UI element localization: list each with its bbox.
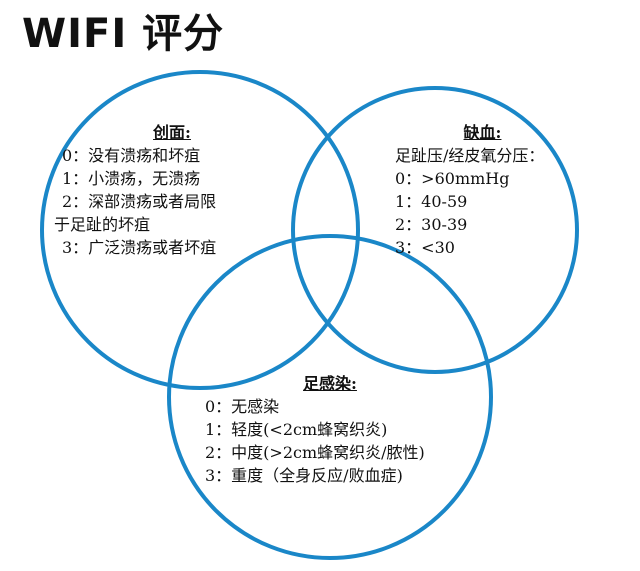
- ischemia-section: 缺血: 足趾压/经皮氧分压： 0：>60mmHg 1：40-59 2：30-39…: [395, 121, 570, 259]
- wound-grade-2: 2：深部溃疡或者局限: [62, 192, 217, 211]
- foot-infection-grade-3: 3：重度（全身反应/败血症): [205, 466, 403, 485]
- foot-infection-circle: [167, 234, 493, 560]
- ischemia-circle: [291, 86, 579, 374]
- wound-heading: 创面:: [153, 123, 191, 142]
- ischemia-grade-1: 1：40-59: [395, 192, 468, 211]
- wound-circle: [40, 70, 360, 390]
- page-title: WIFI 评分: [22, 11, 225, 57]
- wound-grade-3: 3：广泛溃疡或者坏疽: [62, 238, 217, 257]
- ischemia-grade-3: 3：<30: [395, 238, 455, 257]
- wound-grade-1: 1：小溃疡，无溃疡: [62, 169, 201, 188]
- ischemia-heading: 缺血:: [463, 123, 502, 142]
- foot-infection-grade-2: 2：中度(>2cm蜂窝织炎/脓性): [205, 443, 425, 462]
- foot-infection-grade-0: 0：无感染: [205, 397, 280, 416]
- wound-grade-2-cont: 于足趾的坏疽: [54, 215, 151, 234]
- wound-grade-0: 0：没有溃疡和坏疽: [62, 146, 201, 165]
- ischemia-subtitle: 足趾压/经皮氧分压：: [395, 146, 545, 165]
- foot-infection-grade-1: 1：轻度(<2cm蜂窝织炎): [205, 420, 388, 439]
- wound-section: 创面: 0：没有溃疡和坏疽 1：小溃疡，无溃疡 2：深部溃疡或者局限 于足趾的坏…: [54, 121, 282, 259]
- ischemia-grade-0: 0：>60mmHg: [395, 169, 510, 188]
- foot-infection-section: 足感染: 0：无感染 1：轻度(<2cm蜂窝织炎) 2：中度(>2cm蜂窝织炎/…: [205, 372, 455, 487]
- ischemia-grade-2: 2：30-39: [395, 215, 468, 234]
- foot-infection-heading: 足感染:: [303, 374, 357, 393]
